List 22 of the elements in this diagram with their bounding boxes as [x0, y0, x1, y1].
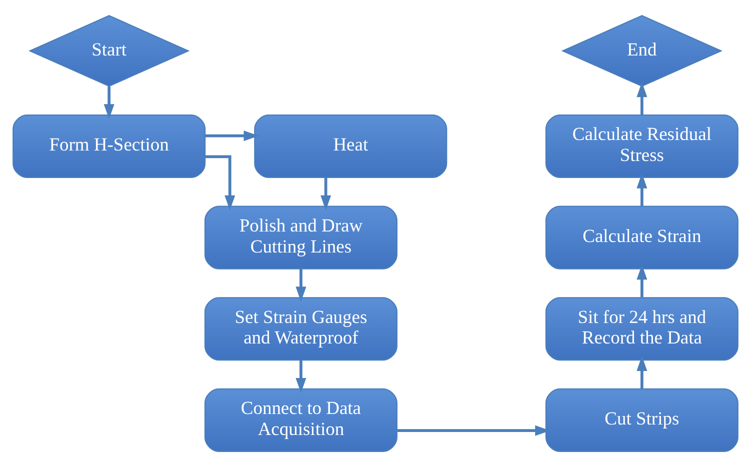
arrow	[205, 130, 259, 142]
node-box: Polish and Draw Cutting Lines	[204, 206, 398, 270]
node-box: Calculate Residual Stress	[545, 114, 738, 178]
node-box: Heat	[254, 114, 448, 178]
arrow	[636, 356, 648, 389]
arrow	[636, 264, 648, 298]
arrow	[296, 360, 306, 394]
arrow	[205, 155, 236, 210]
node-box: Sit for 24 hrs and Record the Data	[545, 297, 738, 361]
node-box: Set Strain Gauges and Waterproof	[204, 297, 398, 361]
arrow	[636, 82, 648, 115]
arrow	[320, 178, 332, 210]
node-box: Form H-Section	[12, 114, 206, 178]
arrow	[397, 425, 550, 436]
arrow	[104, 86, 114, 120]
node-box: Connect to Data Acquisition	[204, 388, 398, 452]
arrow	[636, 173, 648, 206]
node-box: Calculate Strain	[545, 206, 738, 270]
arrow	[296, 268, 306, 302]
node-diamond: End	[561, 15, 723, 87]
node-box: Cut Strips	[545, 388, 738, 452]
node-diamond: Start	[28, 15, 190, 87]
